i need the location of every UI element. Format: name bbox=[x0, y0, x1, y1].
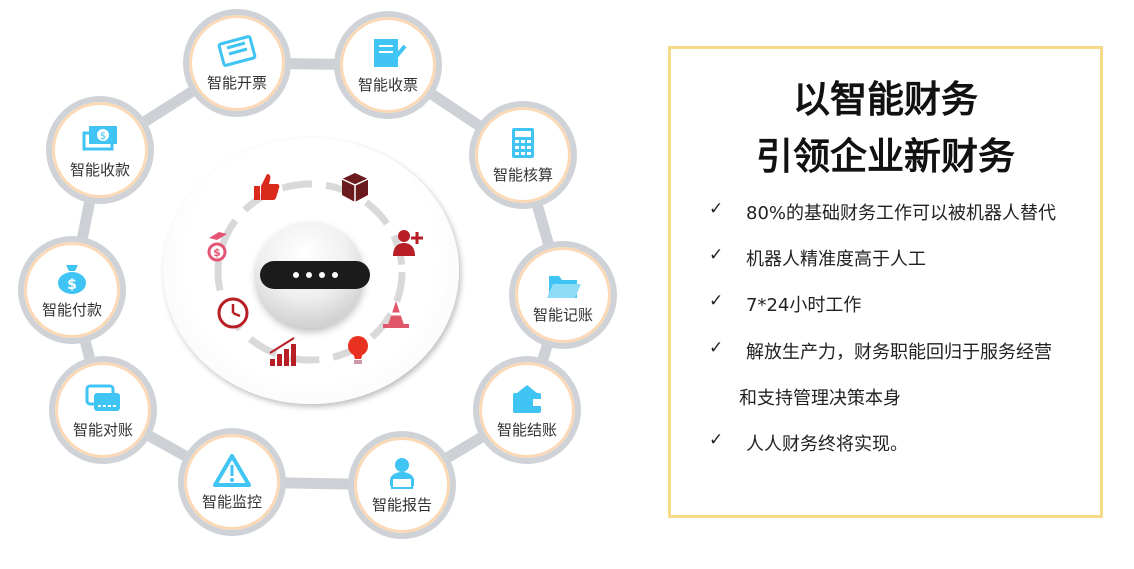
lightbulb-icon bbox=[348, 336, 368, 364]
calculator-icon bbox=[512, 127, 534, 158]
bullet-item: 人人财务终将实现。 bbox=[746, 434, 908, 455]
growth-chart-icon bbox=[269, 337, 296, 366]
panel-title-line2: 引领企业新财务 bbox=[756, 135, 1015, 178]
node-label: 智能开票 bbox=[206, 73, 267, 92]
node-6: 智能监控 bbox=[178, 428, 286, 536]
svg-text:$: $ bbox=[100, 131, 106, 142]
node-1: 智能收票 bbox=[334, 11, 442, 119]
check-icon: ✓ bbox=[709, 430, 724, 450]
panel-title-line1: 以智能财务 bbox=[793, 78, 978, 121]
svg-text:$: $ bbox=[67, 277, 77, 293]
bullet-item-continuation: 和支持管理决策本身 bbox=[739, 388, 901, 409]
bullet-item: 7*24小时工作 bbox=[746, 295, 862, 316]
traffic-cone-icon bbox=[383, 301, 409, 328]
check-icon: ✓ bbox=[709, 291, 724, 311]
node-7: 智能对账 bbox=[49, 356, 157, 464]
node-9: $ 智能收款 bbox=[46, 96, 154, 204]
clock-icon bbox=[217, 297, 249, 329]
node-label: 智能付款 bbox=[41, 300, 102, 319]
info-panel: 以智能财务 引领企业新财务 ✓ 80%的基础财务工作可以被机器人替代 ✓ 机器人… bbox=[668, 46, 1103, 518]
node-0: 智能开票 bbox=[183, 9, 291, 117]
node-5: 智能报告 bbox=[348, 431, 456, 539]
check-icon: ✓ bbox=[709, 245, 724, 265]
box-icon bbox=[341, 173, 369, 202]
node-label: 智能记账 bbox=[532, 305, 593, 324]
node-label: 智能收票 bbox=[357, 75, 418, 94]
wallet-icon bbox=[513, 384, 541, 413]
node-4: 智能结账 bbox=[473, 356, 581, 464]
node-label: 智能监控 bbox=[201, 492, 262, 511]
node-3: 智能记账 bbox=[509, 241, 617, 349]
check-icon: ✓ bbox=[709, 338, 724, 358]
notebook-pen-icon bbox=[374, 38, 407, 67]
add-user-icon bbox=[393, 230, 423, 256]
person-laptop-icon bbox=[390, 457, 414, 489]
bullet-item: 机器人精准度高于人工 bbox=[746, 249, 926, 270]
node-8: $ 智能付款 bbox=[18, 236, 126, 344]
money-hand-icon: $ bbox=[207, 232, 227, 262]
node-label: 智能对账 bbox=[72, 420, 133, 439]
bullet-item: 80%的基础财务工作可以被机器人替代 bbox=[746, 203, 1057, 224]
node-label: 智能报告 bbox=[371, 495, 432, 514]
node-label: 智能核算 bbox=[492, 165, 553, 184]
thumbs-up-icon bbox=[254, 174, 280, 200]
inner-dashed-ring bbox=[214, 180, 406, 364]
robot-face bbox=[260, 261, 370, 289]
warning-icon bbox=[213, 453, 251, 487]
folder-icon bbox=[547, 275, 581, 298]
cash-icon: $ bbox=[82, 125, 117, 150]
node-2: 智能核算 bbox=[469, 101, 577, 209]
check-icon: ✓ bbox=[709, 199, 724, 219]
bullet-item: 解放生产力，财务职能回归于服务经营 bbox=[746, 342, 1052, 363]
newspaper-icon bbox=[217, 34, 257, 67]
node-label: 智能收款 bbox=[69, 160, 130, 179]
node-label: 智能结账 bbox=[496, 420, 557, 439]
cards-icon bbox=[85, 384, 120, 411]
svg-text:$: $ bbox=[213, 246, 221, 259]
money-bag-icon: $ bbox=[58, 264, 86, 294]
